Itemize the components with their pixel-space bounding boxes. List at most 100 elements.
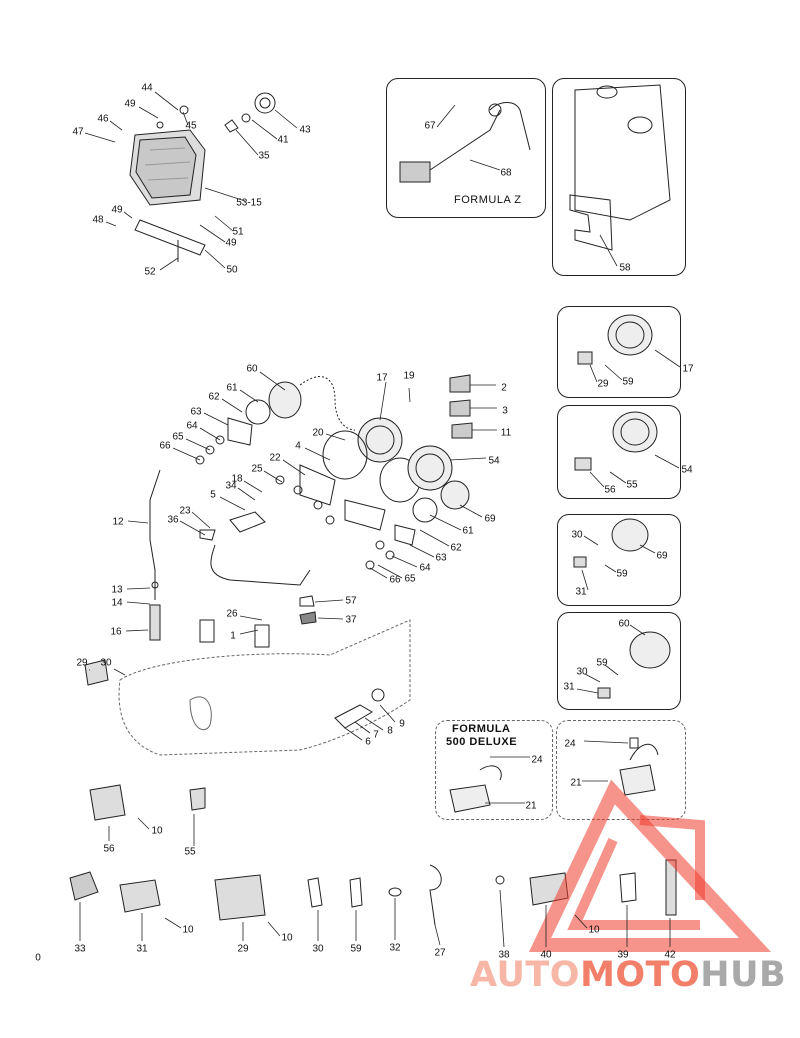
part-number-callout: 24	[564, 739, 576, 750]
callout-leader-line	[113, 668, 126, 676]
part-number-callout: 49	[124, 99, 136, 110]
part-number-callout: 49	[111, 205, 123, 216]
callout-leader-line	[609, 471, 627, 484]
part-number-callout: 17	[682, 364, 694, 375]
callout-leader-line	[203, 412, 229, 426]
callout-leader-line	[263, 470, 283, 483]
part-number-callout: 41	[277, 135, 289, 146]
part-number-callout: 59	[596, 658, 608, 669]
part-number-callout: 50	[226, 265, 238, 276]
callout-leader-line	[282, 459, 306, 476]
callout-leader-line	[583, 535, 599, 546]
part-number-callout: 39	[617, 950, 629, 961]
part-number-callout: 55	[626, 480, 638, 491]
callout-leader-line	[214, 215, 234, 232]
callout-leader-line	[449, 457, 487, 461]
part-number-callout: 34	[225, 481, 237, 492]
callout-leader-line	[239, 629, 259, 635]
part-number-callout: 22	[269, 453, 281, 464]
part-number-callout: 29	[76, 658, 88, 669]
callout-leader-line	[237, 487, 256, 501]
callout-leader-line	[344, 727, 363, 741]
part-number-callout: 65	[172, 432, 184, 443]
part-number-callout: 63	[435, 553, 447, 564]
part-number-callout: 27	[434, 948, 446, 959]
callout-leader-line	[179, 520, 206, 536]
part-number-callout: 2	[501, 383, 507, 394]
part-number-callout: 47	[72, 127, 84, 138]
callout-leader-line	[391, 555, 418, 568]
part-number-callout: 60	[246, 364, 258, 375]
part-number-callout: 62	[450, 543, 462, 554]
part-number-callout: 0	[35, 953, 41, 964]
part-number-callout: 17	[376, 373, 388, 384]
part-number-callout: 31	[563, 682, 575, 693]
callout-leader-line	[138, 106, 159, 119]
callout-leader-line	[243, 480, 263, 493]
callout-leader-line	[379, 381, 387, 421]
part-number-callout: 10	[182, 925, 194, 936]
callout-leader-line	[182, 111, 189, 126]
part-number-callout: 7	[373, 730, 379, 741]
callout-leader-line	[599, 234, 618, 267]
part-number-callout: 21	[525, 801, 537, 812]
part-number-callout: 38	[498, 950, 510, 961]
callout-leader-line	[589, 364, 598, 383]
callout-leader-line	[154, 91, 179, 111]
part-number-callout: 8	[387, 726, 393, 737]
part-number-callout: 9	[399, 719, 405, 730]
callout-leader-line	[379, 704, 396, 723]
part-number-callout: 6	[365, 737, 371, 748]
part-number-callout: 30	[100, 658, 112, 669]
callout-leader-line	[125, 629, 149, 632]
part-number-callout: 33	[74, 944, 86, 955]
inset-formula-500-label-1: FORMULA	[452, 723, 511, 735]
part-number-callout: 42	[664, 950, 676, 961]
callout-leader-line	[126, 587, 151, 590]
part-number-callout: 5	[210, 490, 216, 501]
callout-leader-line	[126, 601, 151, 605]
callout-leader-line	[604, 564, 617, 573]
part-number-callout: 55	[184, 847, 196, 858]
callout-leader-line	[137, 817, 150, 830]
part-number-callout: 3	[502, 406, 508, 417]
part-number-callout: 65	[404, 574, 416, 585]
callout-leader-line	[436, 104, 456, 128]
part-number-callout: 45	[185, 121, 197, 132]
part-number-callout: 59	[616, 569, 628, 580]
part-number-callout: 30	[571, 530, 583, 541]
part-number-callout: 26	[226, 609, 238, 620]
callout-leader-line	[123, 211, 133, 219]
callout-leader-line	[204, 249, 226, 269]
callout-leader-line	[604, 664, 619, 676]
callout-leader-line	[434, 924, 441, 946]
part-number-callout: 63	[190, 407, 202, 418]
callout-leader-line	[105, 221, 117, 227]
callout-leader-line	[325, 433, 346, 441]
callout-leader-line	[654, 454, 680, 469]
inset-formula-500-deluxe	[435, 720, 553, 820]
inset-oil-tank	[552, 78, 686, 276]
part-number-callout: 44	[141, 83, 153, 94]
part-number-callout: 31	[575, 587, 587, 598]
part-number-callout: 66	[159, 441, 171, 452]
part-number-callout: 12	[112, 517, 124, 528]
callout-leader-line	[127, 520, 149, 524]
part-number-callout: 56	[103, 844, 115, 855]
part-number-callout: 62	[208, 392, 220, 403]
callout-leader-line	[581, 569, 589, 591]
part-number-callout: 59	[350, 944, 362, 955]
inset-formula-z	[386, 78, 546, 218]
callout-leader-line	[239, 389, 259, 403]
part-number-callout: 37	[345, 615, 357, 626]
part-number-callout: 66	[389, 575, 401, 586]
part-number-callout: 48	[92, 215, 104, 226]
part-number-callout: 40	[540, 950, 552, 961]
part-number-callout: 29	[597, 379, 609, 390]
part-number-callout: 30	[576, 667, 588, 678]
part-number-callout: 61	[226, 383, 238, 394]
callout-leader-line	[159, 257, 179, 271]
part-number-callout: 52	[144, 267, 156, 278]
